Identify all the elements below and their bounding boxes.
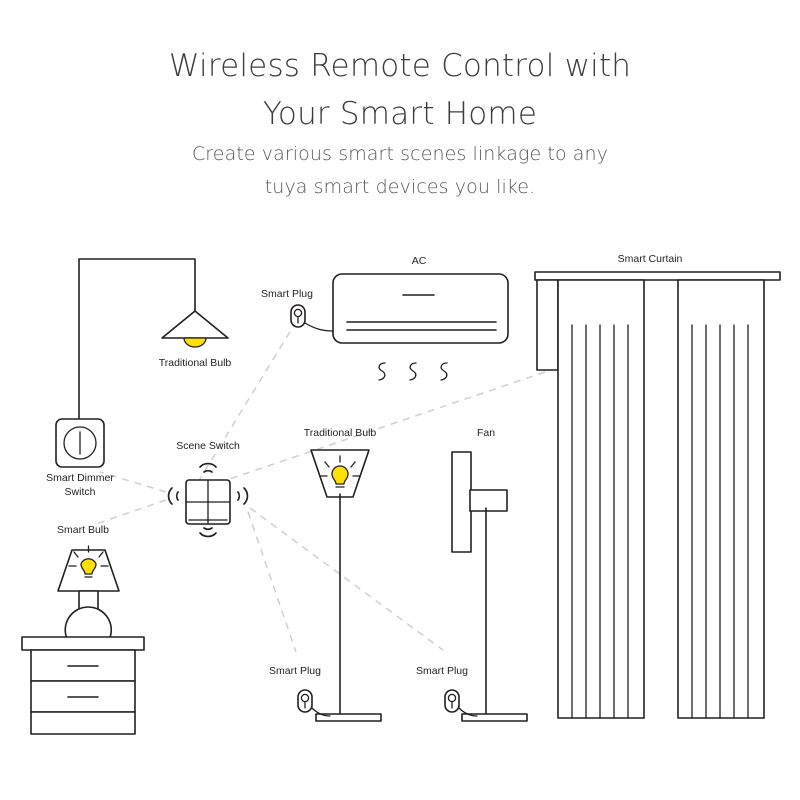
link-scene-switch-to-lamp-plug: [247, 511, 297, 653]
scene-switch-group[interactable]: Scene Switch: [167, 440, 249, 538]
smart-curtain-group: Smart Curtain: [534, 253, 781, 719]
curtain-pleats-right: [691, 324, 749, 719]
scene-switch-signal-left-icon: [167, 487, 179, 505]
smart-bulb-glow-icon: [68, 545, 109, 578]
curtain-rail: [534, 271, 781, 281]
nightstand-plinth: [30, 711, 136, 735]
header-block: Wireless Remote Control with Your Smart …: [0, 42, 800, 204]
ac-airflow-icon: [378, 362, 448, 381]
pendant-lamp-group: Traditional Bulb: [78, 258, 232, 428]
fan-motor-housing: [469, 489, 508, 512]
dimmer-knob-icon[interactable]: [63, 426, 97, 460]
page-subtitle-line-1: Create various smart scenes linkage to a…: [191, 143, 609, 165]
smart-plug-fan-label: Smart Plug: [416, 665, 468, 677]
pendant-wire: [78, 258, 196, 428]
air-conditioner-group: AC Smart Plug: [261, 255, 509, 381]
fan-group: Fan Smart Plug: [416, 427, 528, 722]
scene-switch-signal-right-icon: [237, 487, 249, 505]
curtain-pleats-left: [571, 324, 629, 719]
floor-lamp-rays-icon: [319, 455, 361, 477]
smart-plug-fan-cord: [458, 707, 478, 717]
scene-switch-label: Scene Switch: [176, 440, 240, 452]
fan-label: Fan: [477, 427, 495, 439]
ac-body: [332, 273, 509, 344]
smart-plug-ac-label: Smart Plug: [261, 288, 313, 300]
smart-dimmer-switch-group[interactable]: Smart Dimmer Switch: [46, 418, 114, 498]
fan-base: [461, 713, 528, 722]
pendant-bulb-glow-icon: [183, 337, 207, 348]
link-scene-switch-to-smart-bulb: [95, 499, 167, 525]
page-subtitle-line-2: tuya smart devices you like.: [264, 176, 536, 198]
smart-curtain-label: Smart Curtain: [618, 253, 683, 265]
smart-plug-lamp-icon: [297, 689, 331, 717]
smart-bulb-rays-icon: [68, 545, 109, 567]
floor-lamp-label: Traditional Bulb: [304, 427, 377, 439]
scene-switch-signal-down-icon: [199, 527, 217, 538]
page-title-line-2: Your Smart Home: [262, 96, 538, 132]
smart-plug-fan-icon: [444, 689, 478, 717]
smart-plug-ac-icon: [290, 304, 334, 332]
floor-lamp-base: [315, 713, 382, 722]
floor-lamp-group: Traditional Bulb Smart Plug: [269, 427, 382, 722]
pendant-shade: [161, 310, 229, 339]
smart-bulb-label: Smart Bulb: [57, 524, 109, 536]
curtain-motor-box: [536, 279, 559, 371]
scene-switch-signal-up-icon: [199, 462, 217, 473]
smart-plug-lamp-cord: [311, 707, 331, 717]
smart-dimmer-switch-label-line1: Smart Dimmer: [46, 472, 114, 484]
ac-label: AC: [412, 255, 427, 267]
pendant-lamp-label: Traditional Bulb: [159, 357, 232, 369]
link-scene-switch-to-ac-plug: [197, 321, 297, 483]
smart-dimmer-switch-label-line2: Switch: [65, 486, 96, 498]
fan-head: [451, 451, 472, 553]
floor-lamp-bulb-glow-icon: [319, 455, 361, 488]
curtain-panel-right: [677, 279, 765, 719]
smart-plug-ac-cord: [304, 322, 334, 332]
link-scene-switch-to-fan-plug: [249, 507, 444, 651]
curtain-panel-left: [557, 279, 645, 719]
linkage-lines: [95, 321, 546, 653]
link-scene-switch-to-dimmer: [99, 471, 167, 493]
smart-bulb-lamp-group: Smart Bulb: [21, 524, 145, 735]
smart-plug-lamp-label: Smart Plug: [269, 665, 321, 677]
page-title-line-1: Wireless Remote Control with: [168, 48, 632, 84]
nightstand-top: [21, 636, 145, 651]
